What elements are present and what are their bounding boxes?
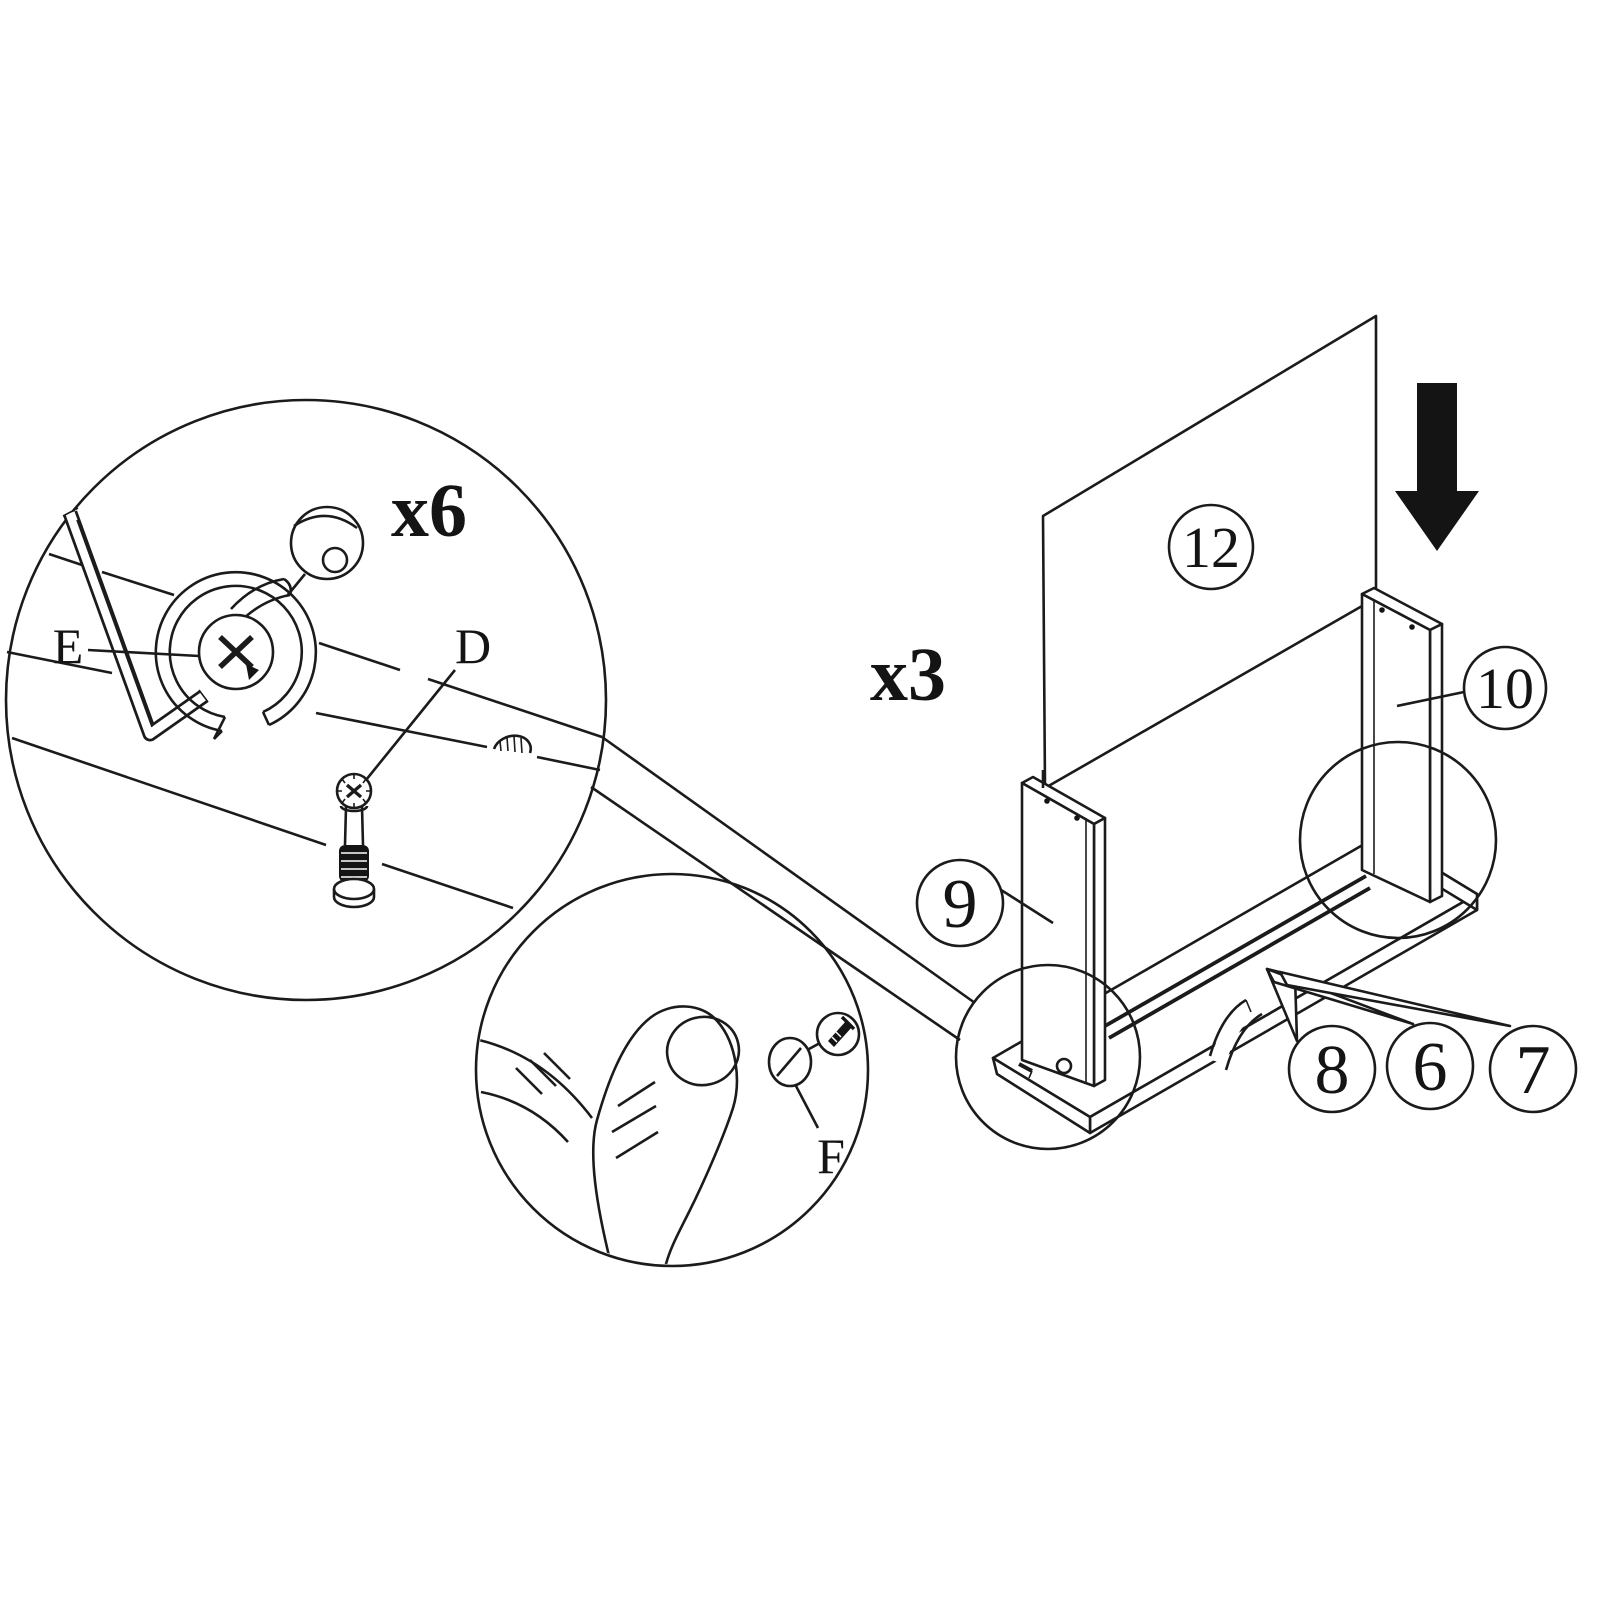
- label-qty-x6: x6: [391, 469, 467, 553]
- label-qty-x3: x3: [870, 633, 946, 717]
- cover-cap-icon: [285, 505, 365, 597]
- right-corner-detail-circle: [1298, 740, 1498, 940]
- label-cam-lock: E: [53, 618, 84, 674]
- label-cam-bolt: D: [455, 618, 491, 674]
- cam-lock-icon: [197, 577, 293, 691]
- thumbnail-icon: [665, 1015, 741, 1087]
- insert-down-arrow-icon: [1395, 383, 1479, 551]
- label-d-leader: [364, 669, 457, 781]
- dowel-hole: [1044, 798, 1050, 804]
- callout-7: 7: [1488, 1024, 1578, 1114]
- inserted-bolt-peg-icon: [492, 734, 532, 754]
- callout-9: 9: [915, 858, 1054, 948]
- thumb-icon: [591, 1005, 741, 1264]
- magnifier-connector-lines: [590, 735, 976, 1042]
- panel-assembly: 12: [870, 314, 1578, 1151]
- callout-6-label: 6: [1413, 1029, 1448, 1106]
- callout-10: 10: [1396, 645, 1548, 731]
- rotation-arrow-icon: [154, 570, 318, 740]
- callout-leader-arrows: [1265, 967, 1512, 1043]
- dowel-hole: [1409, 624, 1415, 630]
- callout-12-label: 12: [1182, 515, 1240, 580]
- screw-icon: [815, 1011, 861, 1057]
- panel-edge-lines: [6, 552, 603, 910]
- label-f-leader: [794, 1085, 820, 1129]
- callout-9-label: 9: [943, 866, 978, 943]
- side-panel-10: [1360, 586, 1444, 904]
- thumb-detail-circle: [474, 872, 870, 1268]
- groove-notch: [1018, 1062, 1033, 1073]
- thumb-press-detail: F: [474, 872, 870, 1268]
- callout-8-label: 8: [1315, 1032, 1350, 1109]
- cam-bolt-icon: [332, 772, 376, 909]
- callout-12: 12: [1167, 503, 1255, 591]
- label-e-leader: [87, 648, 200, 658]
- dowel-hole: [1379, 607, 1385, 613]
- dowel-hole: [1074, 815, 1080, 821]
- base-panel: [991, 833, 1479, 1135]
- left-corner-detail-circle: [954, 963, 1142, 1151]
- callout-7-label: 7: [1516, 1032, 1551, 1109]
- allen-key-icon: [62, 507, 209, 742]
- label-cover-screw: F: [817, 1128, 845, 1184]
- callout-10-label: 10: [1476, 656, 1534, 721]
- hand-icon: [478, 1038, 594, 1143]
- cam-detail-magnifier: E D x6: [4, 398, 608, 1002]
- cam-hole: [1055, 1057, 1073, 1075]
- callout-8: 8: [1287, 1024, 1377, 1114]
- callout-6: 6: [1385, 1021, 1475, 1111]
- magnifier-circle: [4, 398, 608, 1002]
- phillips-cross-icon: [218, 634, 254, 670]
- side-panel-9: [1020, 775, 1107, 1088]
